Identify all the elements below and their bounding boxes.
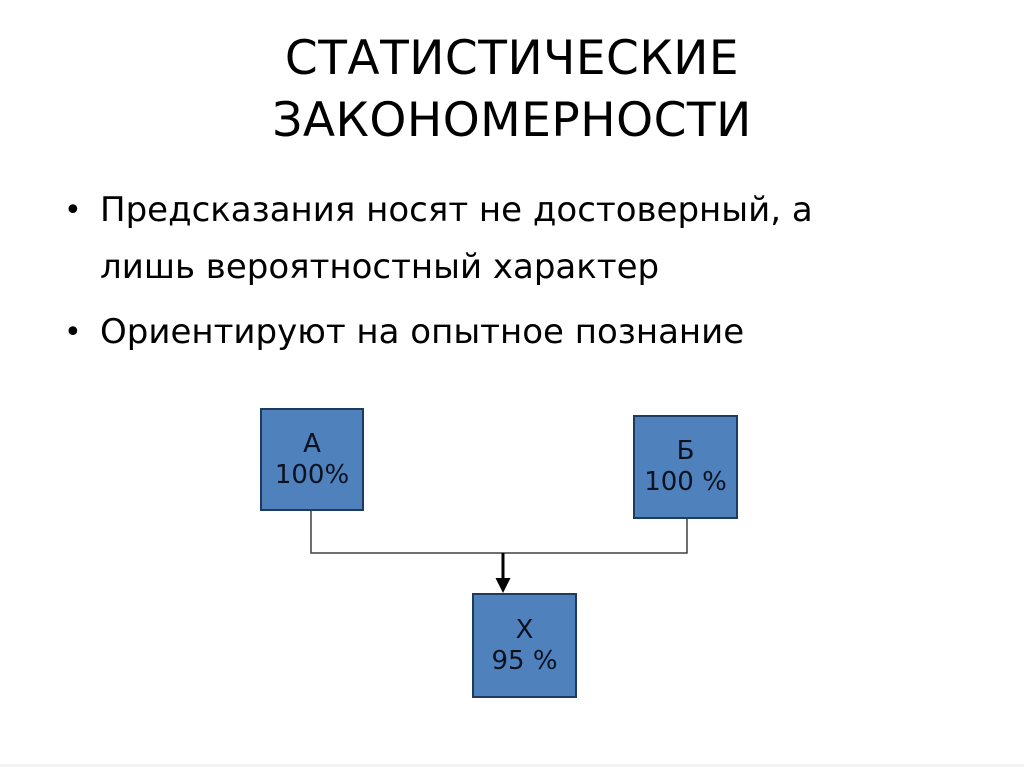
node-a-label: А (303, 428, 321, 459)
bullet-item: • Предсказания носят не достоверный, а л… (58, 182, 898, 296)
node-b-box: Б 100 % (633, 415, 738, 519)
slide-title-line-2: ЗАКОНОМЕРНОСТИ (272, 93, 752, 148)
bullet-marker: • (64, 315, 82, 350)
slide-title-line-1: СТАТИСТИЧЕСКИЕ (284, 31, 740, 86)
bullet-marker: • (64, 193, 82, 228)
node-x-value: 95 % (491, 645, 558, 676)
node-b-label: Б (676, 436, 695, 466)
bullet-text: Ориентируют на опытное познание (100, 312, 745, 352)
node-a-box: А 100% (260, 408, 364, 511)
slide-title: СТАТИСТИЧЕСКИЕ ЗАКОНОМЕРНОСТИ (0, 28, 1024, 152)
bullet-list: • Предсказания носят не достоверный, а л… (58, 182, 898, 361)
node-a-value: 100% (274, 459, 350, 490)
arrow-head-icon (495, 578, 511, 593)
node-x-label: Х (515, 614, 534, 645)
bullet-item: • Ориентируют на опытное познание (58, 304, 898, 361)
node-x-box: Х 95 % (472, 593, 577, 698)
node-b-value: 100 % (644, 467, 727, 497)
bullet-text: Предсказания носят не достоверный, а лиш… (100, 190, 813, 287)
elbow-connector (310, 510, 688, 554)
slide-bottom-edge (0, 764, 1024, 767)
